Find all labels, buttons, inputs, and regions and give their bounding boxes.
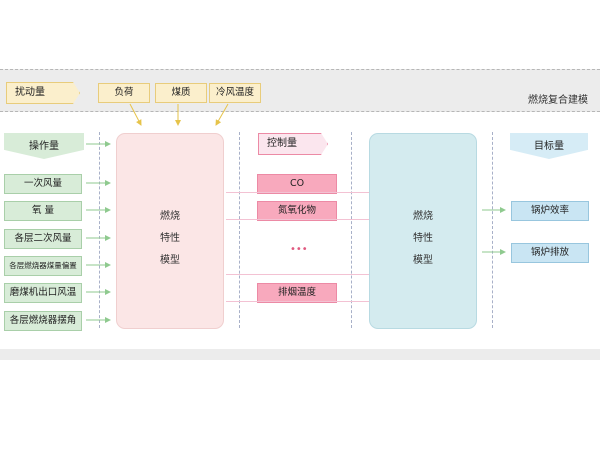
diagram-title: 燃烧复合建模 bbox=[528, 95, 588, 106]
disturbance-item: 负荷 bbox=[98, 83, 150, 103]
divider-4 bbox=[492, 132, 493, 328]
operation-item: 氧 量 bbox=[4, 201, 82, 221]
operation-item: 各层燃烧器煤量偏置 bbox=[4, 256, 82, 276]
model-left-line-2: 特性 bbox=[160, 233, 180, 244]
control-item: 排烟温度 bbox=[257, 283, 337, 303]
operation-item: 各层二次风量 bbox=[4, 229, 82, 249]
model-left-line-3: 模型 bbox=[160, 255, 180, 266]
target-item: 锅炉效率 bbox=[511, 201, 589, 221]
operation-item: 一次风量 bbox=[4, 174, 82, 194]
operation-item: 各层燃烧器摆角 bbox=[4, 311, 82, 331]
arrow-dist-3 bbox=[215, 103, 229, 126]
target-item: 锅炉排放 bbox=[511, 243, 589, 263]
guide-line bbox=[226, 301, 370, 302]
model-left-line-1: 燃烧 bbox=[160, 211, 180, 222]
operation-item: 磨煤机出口风温 bbox=[4, 283, 82, 303]
target-header-label: 目标量 bbox=[534, 141, 564, 152]
divider-2 bbox=[239, 132, 240, 328]
model-right-line-3: 模型 bbox=[413, 255, 433, 266]
disturbance-header-flag: 扰动量 bbox=[6, 82, 80, 104]
guide-line bbox=[226, 192, 370, 193]
combustion-model-left: 燃烧 特性 模型 bbox=[116, 133, 224, 329]
arrow-dist-1 bbox=[129, 103, 142, 126]
disturbance-header-label: 扰动量 bbox=[15, 87, 45, 98]
disturbance-item: 煤质 bbox=[155, 83, 207, 103]
divider-1 bbox=[99, 132, 100, 328]
divider-3 bbox=[351, 132, 352, 328]
combustion-model-right: 燃烧 特性 模型 bbox=[369, 133, 477, 329]
control-ellipsis: ••• bbox=[290, 244, 308, 255]
control-item: CO bbox=[257, 174, 337, 194]
control-header-flag: 控制量 bbox=[258, 133, 328, 155]
bottom-band bbox=[0, 349, 600, 360]
disturbance-item: 冷风温度 bbox=[209, 83, 261, 103]
guide-line bbox=[226, 219, 370, 220]
guide-line bbox=[226, 274, 370, 275]
model-right-line-2: 特性 bbox=[413, 233, 433, 244]
operation-header-label: 操作量 bbox=[29, 141, 59, 152]
control-header-label: 控制量 bbox=[267, 138, 297, 149]
control-item: 氮氧化物 bbox=[257, 201, 337, 221]
model-right-line-1: 燃烧 bbox=[413, 211, 433, 222]
